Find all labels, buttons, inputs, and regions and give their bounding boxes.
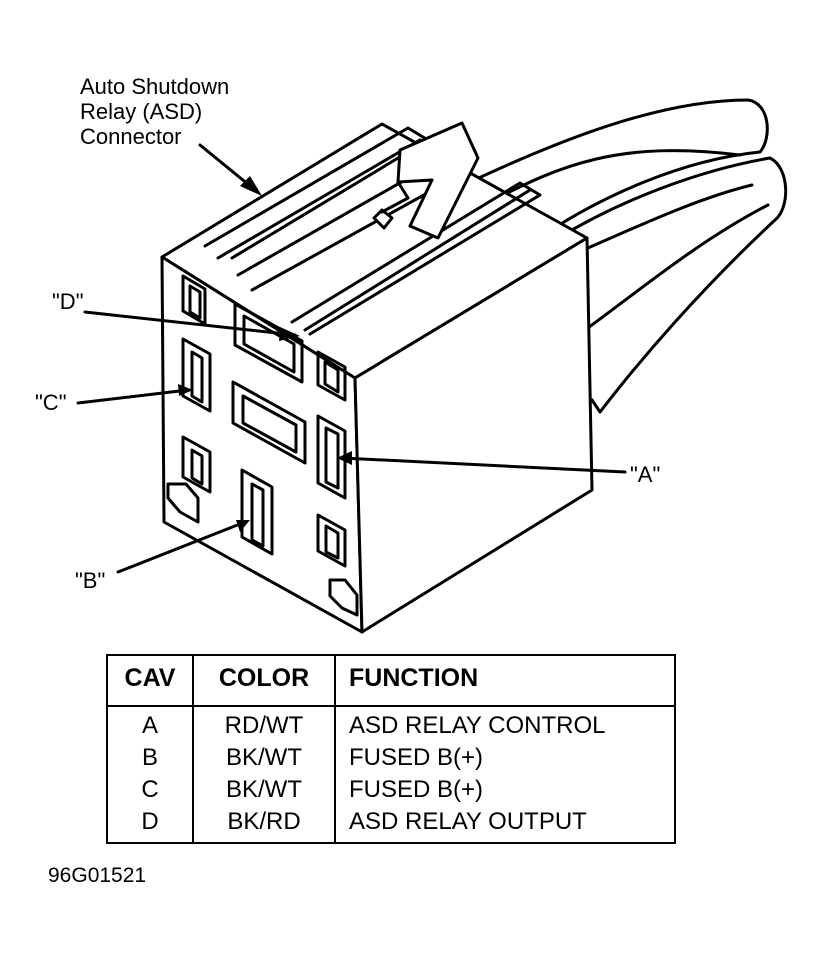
figure-id: 96G01521	[48, 864, 147, 887]
table-cell: BK/WT	[226, 744, 302, 771]
cav-column: A B C D	[108, 710, 192, 838]
wire-harness	[468, 98, 788, 414]
column-divider	[192, 656, 194, 842]
table-cell: FUSED B(+)	[349, 776, 484, 803]
table-cell: FUSED B(+)	[349, 744, 484, 771]
connector-caption: Auto Shutdown Relay (ASD) Connector	[80, 74, 229, 149]
header-divider	[108, 705, 674, 707]
caption-line: Auto Shutdown	[80, 74, 230, 99]
callout-a: "A"	[630, 462, 660, 487]
table-cell: D	[141, 808, 159, 835]
callout-b-leader	[116, 520, 247, 574]
header-cav: CAV	[124, 664, 176, 692]
callout-c-leader	[76, 388, 190, 405]
function-column: ASD RELAY CONTROL FUSED B(+) FUSED B(+) …	[349, 710, 606, 838]
table-cell: A	[141, 712, 158, 739]
table-cell: C	[141, 776, 159, 803]
cavity-openings	[166, 274, 359, 617]
table-cell: ASD RELAY CONTROL	[349, 712, 606, 739]
table-cell: ASD RELAY OUTPUT	[349, 808, 587, 835]
color-column: RD/WT BK/WT BK/WT BK/RD	[194, 710, 334, 838]
callout-c: "C"	[35, 390, 67, 415]
header-function: FUNCTION	[349, 664, 479, 692]
caption-line: Relay (ASD)	[80, 99, 203, 124]
table-cell: BK/RD	[227, 808, 301, 835]
callout-b: "B"	[75, 568, 105, 593]
pinout-table: CAV COLOR FUNCTION A B C D RD/WT BK/WT B…	[106, 654, 676, 844]
column-divider	[334, 656, 336, 842]
table-cell: B	[141, 744, 158, 771]
header-color: COLOR	[218, 664, 310, 692]
caption-line: Connector	[80, 124, 182, 149]
table-cell: BK/WT	[226, 776, 302, 803]
callout-d-leader	[83, 310, 297, 337]
connector-body	[160, 121, 594, 634]
callout-a-leader	[340, 456, 627, 474]
table-cell: RD/WT	[224, 712, 304, 739]
callout-d: "D"	[52, 289, 84, 314]
